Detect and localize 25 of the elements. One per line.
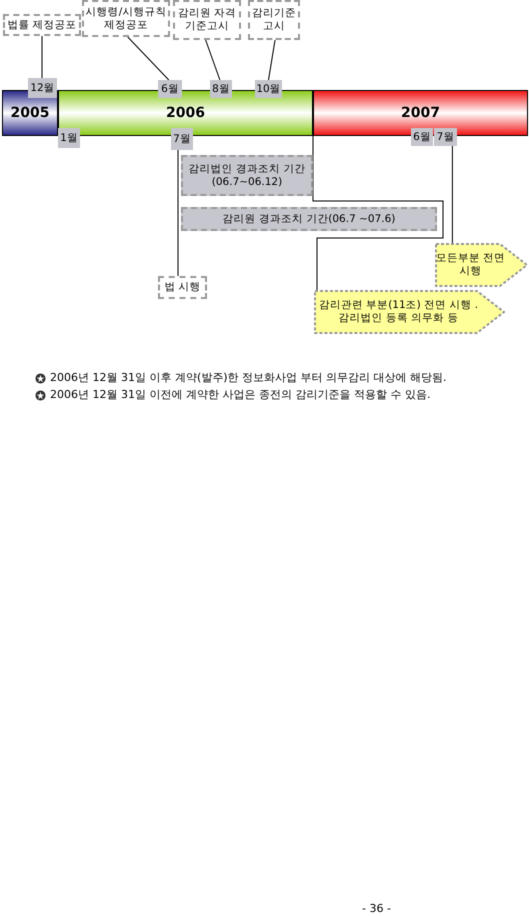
event-callout: 감리원 자격 기준고시	[173, 0, 241, 40]
month-tag: 7월	[434, 128, 457, 146]
month-tag: 8월	[210, 80, 232, 98]
month-tag: 12월	[28, 78, 57, 98]
leader-line	[205, 40, 220, 80]
arrow-callout: 모든부분 전면시행	[435, 243, 528, 287]
event-callout: 시행령/시행규칙 제정공포	[82, 0, 170, 37]
month-tag: 6월	[411, 128, 433, 146]
event-callout: 법률 제정공포	[3, 14, 81, 36]
event-callout: 법 시행	[158, 276, 207, 299]
note-text: 2006년 12월 31일 이전에 계약한 사업은 종전의 감리기준을 적용할 수 있음.	[50, 387, 430, 402]
event-callout: 감리기준 고시	[248, 0, 300, 40]
connector-line	[312, 136, 444, 290]
month-tag: 1월	[58, 128, 80, 148]
connector-line	[452, 146, 453, 244]
period-bar: 감리원 경과조치 기간(06.7 ~07.6)	[181, 207, 437, 231]
leader-line	[268, 40, 276, 80]
leader-line	[127, 36, 170, 80]
period-bar: 감리법인 경과조치 기간 (06.7~06.12)	[181, 155, 313, 196]
note-text: 2006년 12월 31일 이후 계약(발주)한 정보화사업 부터 의무감리 대상에 해당됨.	[50, 370, 447, 385]
month-tag: 7월	[171, 128, 193, 150]
month-tag: 6월	[158, 80, 182, 98]
arrow-callout: 감리관련 부분(11조) 전면 시행 . 감리법인 등록 의무화 등	[314, 290, 505, 334]
page-number: - 36 -	[362, 902, 391, 915]
month-tag: 10월	[255, 80, 282, 98]
